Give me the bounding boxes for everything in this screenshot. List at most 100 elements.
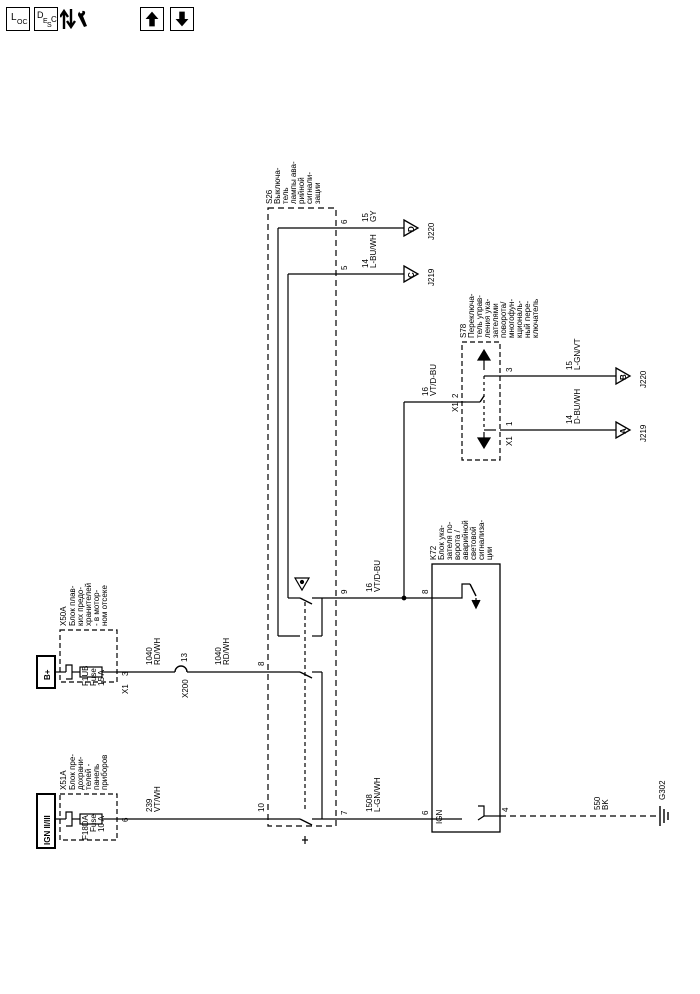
k72-desc-3: аварийной bbox=[461, 520, 470, 560]
s78-desc-2: ления ука- bbox=[483, 298, 492, 338]
s78-desc-0: Переключа- bbox=[467, 293, 476, 338]
connector-d bbox=[403, 218, 420, 238]
ground-ref: G302 bbox=[658, 780, 667, 800]
x50a-pin: 3 bbox=[121, 671, 130, 676]
desc-small-letter-2: S bbox=[47, 22, 52, 29]
wire-1040b-color: RD/WH bbox=[222, 638, 231, 665]
desc-small-letter-1: E bbox=[43, 18, 48, 25]
hazard-triangle-icon bbox=[293, 577, 311, 592]
wire-1508-num: 1508 bbox=[365, 794, 374, 812]
s78-desc-1: тель управ- bbox=[475, 295, 484, 338]
s26-desc-5: зации bbox=[313, 182, 322, 204]
connector-b-ref: J220 bbox=[639, 370, 648, 388]
connector-a-letter: A bbox=[619, 428, 628, 434]
s26-desc-0: Выключа- bbox=[273, 167, 282, 204]
x51a-desc-4: приборов bbox=[100, 755, 109, 790]
connector-b bbox=[615, 366, 632, 386]
toolbar: L OC D E S C bbox=[0, 0, 700, 44]
connector-d-ref: J220 bbox=[427, 222, 436, 240]
s26-desc-4: сигнали- bbox=[305, 172, 314, 204]
wire-16a-num: 16 bbox=[421, 387, 430, 396]
k72-pin-4: 4 bbox=[501, 807, 510, 812]
connector-d-letter: D bbox=[407, 226, 416, 232]
f1ub-rating: 15 A bbox=[97, 669, 106, 686]
s78-desc-6: кциональ- bbox=[515, 300, 524, 338]
k72-desc-2: ворота / bbox=[453, 529, 462, 560]
x50a-desc-1: ких предо- bbox=[76, 587, 85, 626]
s78-arrow-down-icon bbox=[476, 437, 492, 450]
f18da-id: F18DA bbox=[81, 814, 90, 840]
k72-desc-4: световой bbox=[469, 527, 478, 560]
ign-label: IGN II/III bbox=[43, 815, 52, 845]
s26-pin-7: 7 bbox=[340, 810, 349, 815]
s78-desc-5: многофун- bbox=[507, 299, 516, 338]
s26-pin-9: 9 bbox=[340, 589, 349, 594]
x50a-ref: X50A bbox=[59, 606, 68, 626]
s26-pin-5: 5 bbox=[340, 265, 349, 270]
loc-big-letter: L bbox=[11, 12, 17, 23]
wire-15a-num: 15 bbox=[361, 213, 370, 222]
s78-pin-2: 2 bbox=[451, 393, 460, 398]
wire-1040a-num: 1040 bbox=[145, 647, 154, 665]
k72-desc-6: ции bbox=[485, 546, 494, 560]
page-down-button[interactable] bbox=[170, 7, 194, 31]
wire-14a-num: 14 bbox=[361, 259, 370, 268]
s78-arrow-up-icon bbox=[476, 348, 492, 361]
k72-flasher-module bbox=[431, 563, 501, 833]
up-down-wrench-icon[interactable] bbox=[59, 5, 94, 33]
wire-15a-color: GY bbox=[369, 210, 378, 222]
s26-desc-1: тель bbox=[281, 187, 290, 204]
f1ub-id: F1UB bbox=[81, 666, 90, 686]
x50a-desc-0: Блок плав- bbox=[68, 585, 77, 626]
f18da-rating: 10 A bbox=[97, 815, 106, 832]
s26-pin-8: 8 bbox=[257, 661, 266, 666]
k72-desc-0: Блок ука- bbox=[437, 525, 446, 560]
s78-turn-signal-switch bbox=[461, 341, 501, 461]
wire-14b-num: 14 bbox=[565, 415, 574, 424]
connector-b-letter: B bbox=[619, 374, 628, 380]
k72-ign-label: IGN bbox=[435, 810, 444, 824]
wire-550-color: BK bbox=[601, 799, 610, 810]
s78-desc-8: ключатель bbox=[531, 299, 540, 338]
s26-pin-10: 10 bbox=[257, 803, 266, 812]
loc-small-letters: OC bbox=[17, 19, 28, 26]
description-button[interactable]: D E S C bbox=[34, 7, 58, 31]
s26-hazard-switch bbox=[267, 207, 337, 827]
connector-a-ref: J219 bbox=[639, 424, 648, 442]
wire-15b-color: L-GN/VT bbox=[573, 338, 582, 370]
x200-ref: X200 bbox=[181, 679, 190, 698]
x51a-desc-2: телей - bbox=[84, 763, 93, 790]
x51a-ref: X51A bbox=[59, 770, 68, 790]
k72-ref: K72 bbox=[429, 545, 438, 560]
location-button[interactable]: L OC bbox=[6, 7, 30, 31]
ign-label-box bbox=[36, 793, 56, 849]
wire-16a-color: VT/D-BU bbox=[429, 364, 438, 396]
connector-c bbox=[403, 264, 420, 284]
s78-desc-7: ный пере- bbox=[523, 300, 532, 338]
s78-pin-3: 3 bbox=[505, 367, 514, 372]
wire-239-num: 239 bbox=[145, 798, 154, 812]
connector-a bbox=[615, 420, 632, 440]
desc-big-letter-1: D bbox=[37, 10, 44, 20]
k72-pin-6: 6 bbox=[421, 810, 430, 815]
k72-pin-8: 8 bbox=[421, 589, 430, 594]
s26-desc-3: рийной bbox=[297, 177, 306, 204]
s78-connector-x1: X1 bbox=[451, 402, 460, 412]
page-up-button[interactable] bbox=[140, 7, 164, 31]
arrow-up-icon bbox=[145, 11, 159, 27]
desc-big-letter-2: C bbox=[51, 15, 57, 24]
x50a-fuse-block bbox=[59, 629, 118, 683]
wire-16b-num: 16 bbox=[365, 583, 374, 592]
f18da-word: Fuse bbox=[89, 814, 98, 832]
x51a-desc-3: панель bbox=[92, 764, 101, 790]
wire-550-num: 550 bbox=[593, 796, 602, 810]
s78-desc-3: зателями bbox=[491, 303, 500, 338]
s26-desc-2: лампы ава- bbox=[289, 161, 298, 204]
ground-g302-icon bbox=[659, 806, 669, 826]
s78-desc-4: поворота/ bbox=[499, 301, 508, 338]
x50a-desc-4: ном отсеке bbox=[100, 585, 109, 626]
x200-connector bbox=[174, 665, 188, 673]
wire-14a-color: L-BU/WH bbox=[369, 234, 378, 268]
k72-desc-5: сигнализа- bbox=[477, 519, 486, 560]
